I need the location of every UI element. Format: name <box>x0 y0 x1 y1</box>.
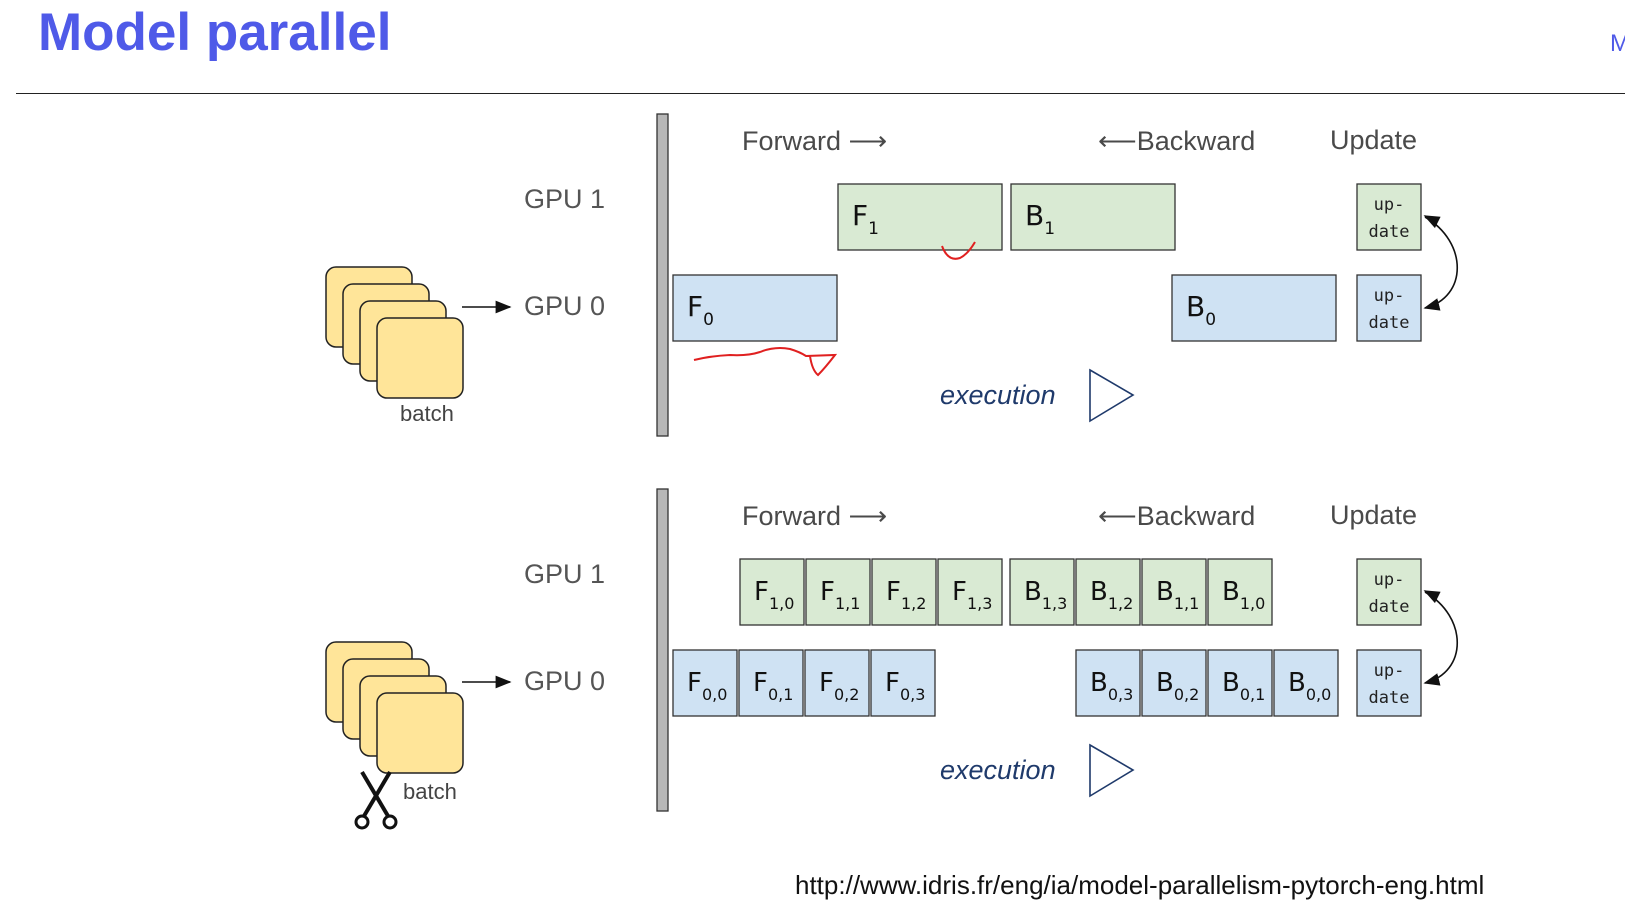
divider-bar <box>656 488 669 812</box>
batch-stack-card-3 <box>376 317 464 399</box>
scissors-icon <box>354 770 398 830</box>
forward-header: Forward ⟶ <box>742 126 887 156</box>
gpu0-block-1-label: F0,1 <box>753 668 793 704</box>
gpu1-block-0-label: F1,0 <box>754 577 794 613</box>
batch-stack-card-3 <box>376 692 464 774</box>
gpu0-block-7 <box>1273 649 1339 717</box>
gpu1-block-3-label: F1,3 <box>952 577 992 613</box>
gpu0-label: GPU 0 <box>524 666 605 696</box>
update-header: Update <box>1330 125 1417 155</box>
batch-label: batch <box>403 779 457 804</box>
gpu1-block-6-label: B1,1 <box>1156 577 1199 613</box>
gpu0-block-0 <box>672 649 738 717</box>
gpu0-block-4 <box>1075 649 1141 717</box>
gpu1-block-0 <box>739 558 805 626</box>
gpu1-block-0 <box>837 183 1003 251</box>
gpu0-block-1 <box>738 649 804 717</box>
gpu1-block-2 <box>871 558 937 626</box>
title-divider <box>16 93 1625 94</box>
forward-header: Forward ⟶ <box>742 501 887 531</box>
gpu0-block-2 <box>804 649 870 717</box>
source-url[interactable]: http://www.idris.fr/eng/ia/model-paralle… <box>795 870 1485 900</box>
update-box-gpu1-label-1: up- <box>1374 195 1405 215</box>
slide-title: Model parallel <box>38 3 392 62</box>
update-sync-arrow <box>1423 216 1458 311</box>
gpu0-block-7-label: B0,0 <box>1288 668 1331 704</box>
batch-label: batch <box>400 401 454 426</box>
update-header: Update <box>1330 500 1417 530</box>
update-sync-arrow-head <box>1423 215 1441 229</box>
update-box-gpu0-label-2: date <box>1369 313 1410 333</box>
execution-label: execution <box>940 755 1056 785</box>
play-triangle-icon <box>1089 368 1135 423</box>
backward-header: ⟵Backward <box>1098 501 1255 531</box>
corner-letter: M <box>1610 30 1625 57</box>
gpu0-block-5-label: B0,2 <box>1156 668 1199 704</box>
gpu1-block-1-label: B1 <box>1025 199 1055 239</box>
gpu1-block-6 <box>1141 558 1207 626</box>
gpu0-block-1-label: B0 <box>1186 290 1216 330</box>
gpu0-block-6-label: B0,1 <box>1222 668 1265 704</box>
gpu0-block-0 <box>672 274 838 342</box>
gpu0-block-5 <box>1141 649 1207 717</box>
update-box-gpu1 <box>1356 558 1422 626</box>
gpu1-block-5-label: B1,2 <box>1090 577 1133 613</box>
gpu0-block-0-label: F0,0 <box>687 668 727 704</box>
gpu1-block-5 <box>1075 558 1141 626</box>
red-annotation-underline <box>693 347 838 377</box>
gpu0-block-0-label: F0 <box>687 290 714 330</box>
gpu0-block-6 <box>1207 649 1273 717</box>
play-triangle-icon <box>1089 743 1135 798</box>
gpu1-block-2-label: F1,2 <box>886 577 926 613</box>
gpu0-block-3-label: F0,3 <box>885 668 925 704</box>
gpu1-block-7-label: B1,0 <box>1222 577 1265 613</box>
gpu1-label: GPU 1 <box>524 184 605 214</box>
gpu0-block-3 <box>870 649 936 717</box>
gpu1-block-4-label: B1,3 <box>1024 577 1067 613</box>
gpu0-label: GPU 0 <box>524 291 605 321</box>
gpu1-label: GPU 1 <box>524 559 605 589</box>
update-box-gpu0-label-2: date <box>1369 688 1410 708</box>
gpu1-block-4 <box>1009 558 1075 626</box>
divider-bar <box>656 113 669 437</box>
update-box-gpu1-label-2: date <box>1369 597 1410 617</box>
update-box-gpu0 <box>1356 274 1422 342</box>
update-box-gpu0-label-1: up- <box>1374 286 1405 306</box>
gpu1-block-1 <box>1010 183 1176 251</box>
update-box-gpu1 <box>1356 183 1422 251</box>
update-box-gpu0-label-1: up- <box>1374 661 1405 681</box>
gpu0-block-4-label: B0,3 <box>1090 668 1133 704</box>
update-box-gpu1-label-1: up- <box>1374 570 1405 590</box>
update-sync-arrow-head <box>1423 590 1441 604</box>
update-box-gpu1-label-2: date <box>1369 222 1410 242</box>
execution-label: execution <box>940 380 1056 410</box>
gpu0-block-2-label: F0,2 <box>819 668 859 704</box>
gpu1-block-3 <box>937 558 1003 626</box>
gpu1-block-7 <box>1207 558 1273 626</box>
red-annotation-mark <box>941 241 976 260</box>
update-box-gpu0 <box>1356 649 1422 717</box>
gpu0-block-1 <box>1171 274 1337 342</box>
gpu1-block-1 <box>805 558 871 626</box>
backward-header: ⟵Backward <box>1098 126 1255 156</box>
gpu1-block-0-label: F1 <box>852 199 879 239</box>
gpu1-block-1-label: F1,1 <box>820 577 860 613</box>
update-sync-arrow <box>1423 591 1458 686</box>
